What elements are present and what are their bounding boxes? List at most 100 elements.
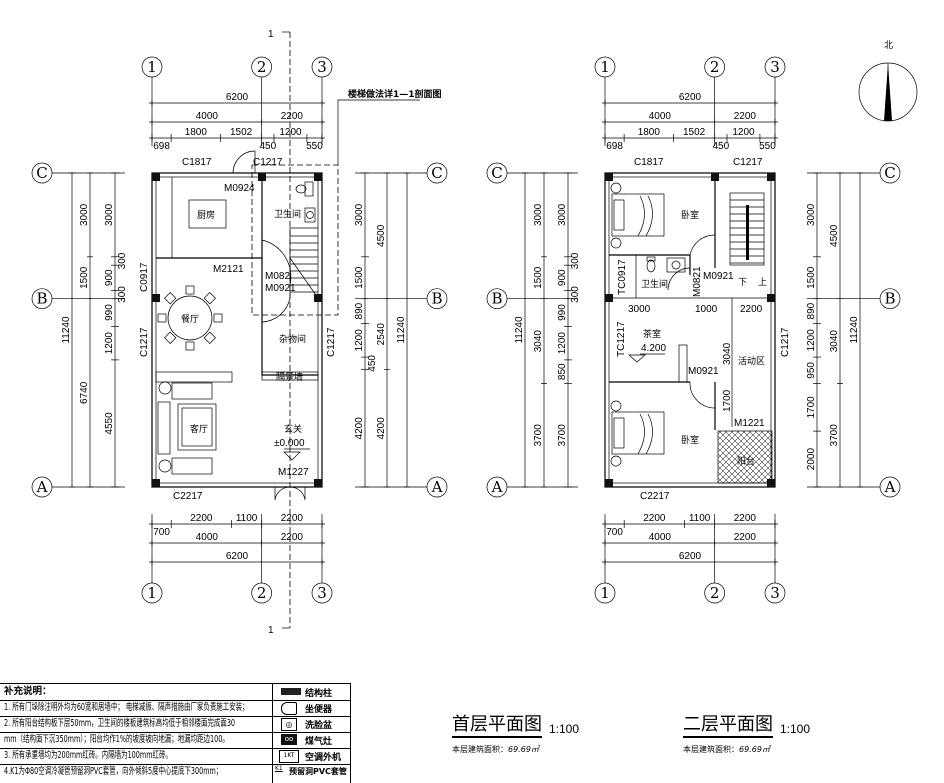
room-label-foyer: 玄关 bbox=[284, 423, 302, 435]
dimension-label: 698 bbox=[153, 141, 170, 152]
axis-3-top-label: 3 bbox=[770, 58, 780, 76]
inner-dim: 1000 bbox=[695, 304, 718, 315]
axis-B-left-bubble bbox=[486, 288, 508, 310]
axis-2-bottom-bubble bbox=[251, 582, 273, 604]
dimension-label: 1502 bbox=[230, 127, 253, 138]
axis-1-top-label: 1 bbox=[147, 58, 157, 76]
plan1-floor: 厨房 卫生间 餐厅 杂物间 隔景墙 客厅 玄关 ±0.000 C1817 C12… bbox=[139, 150, 337, 502]
axis-C-left-bubble bbox=[486, 162, 508, 184]
door-swing-m0921-lower bbox=[689, 381, 716, 409]
window-c1217-left: C1217 bbox=[139, 327, 150, 357]
dining-chair bbox=[157, 313, 167, 323]
plan2-title: 二层平面图 bbox=[683, 714, 773, 738]
dimension-label: 4500 bbox=[829, 224, 840, 247]
dimension-label: 4000 bbox=[649, 532, 672, 543]
axis-A-right-bubble bbox=[426, 476, 448, 498]
door-m082: M082 bbox=[265, 271, 290, 282]
legend-label: 煤气灶 bbox=[305, 737, 333, 747]
legend-label: 结构柱 bbox=[305, 689, 333, 699]
room-label-dining: 餐厅 bbox=[181, 313, 199, 325]
dimension-label: 11240 bbox=[514, 316, 525, 344]
plan2-area-value: 69.69㎡ bbox=[739, 745, 770, 754]
axis-C-left-label: C bbox=[491, 164, 502, 182]
dimension-label: 300 bbox=[117, 286, 128, 303]
structural-column bbox=[711, 173, 719, 181]
dimension-label: 990 bbox=[557, 304, 568, 321]
dining-chair bbox=[164, 292, 177, 305]
room-label-bedroom1: 卧室 bbox=[681, 209, 699, 221]
plan2-area-label: 本层建筑面积： bbox=[683, 745, 739, 754]
axis-A-right-label: A bbox=[884, 478, 896, 496]
dimension-label: 1100 bbox=[236, 513, 258, 524]
structural-column bbox=[767, 479, 775, 487]
living-sofa-set bbox=[155, 371, 233, 475]
dimension-label: 3000 bbox=[557, 203, 568, 226]
window-c0917: C0917 bbox=[139, 262, 150, 292]
door-swing-m0921-upper bbox=[689, 234, 716, 256]
dimension-label: 1500 bbox=[533, 266, 544, 289]
dimension-label: 4200 bbox=[376, 417, 387, 440]
dimension-label: 1100 bbox=[689, 513, 711, 524]
axis-1-bottom-label: 1 bbox=[600, 584, 610, 602]
axis-A-left-bubble bbox=[31, 476, 53, 498]
axis-2-top-label: 2 bbox=[710, 58, 720, 76]
legend-label: 预留洞PVC套管 bbox=[289, 767, 347, 776]
door-m0921: M0921 bbox=[265, 283, 296, 294]
axis-1-top-label: 1 bbox=[600, 58, 610, 76]
axis-3-bottom-label: 3 bbox=[317, 584, 327, 602]
dimension-label: 3700 bbox=[557, 424, 568, 447]
window-c1817: C1817 bbox=[634, 157, 664, 168]
structural-column bbox=[152, 294, 160, 302]
inner-dim: 3040 bbox=[722, 342, 733, 365]
note-4: 4.K1为Φ80空调冷凝管预留洞PVC套管，向外倾斜5度中心提底下300mm； bbox=[4, 766, 223, 777]
dimension-label: 1700 bbox=[806, 396, 817, 419]
dimension-label: 6200 bbox=[226, 92, 249, 103]
axis-A-left-label: A bbox=[491, 478, 503, 496]
axis-B-left-label: B bbox=[491, 290, 502, 308]
axis-A-right-bubble bbox=[879, 476, 901, 498]
structural-column bbox=[314, 479, 322, 487]
dimension-label: 450 bbox=[367, 355, 378, 372]
bed-bottom bbox=[610, 400, 665, 467]
note-2-cont: mm（结构面下沉350mm）；阳台均作1%的坡度坡向地漏；地漏均距边100。 bbox=[4, 734, 229, 745]
dimension-label: 6200 bbox=[679, 551, 702, 562]
door-m0821: M0821 bbox=[692, 266, 703, 297]
dimension-label: 550 bbox=[306, 141, 323, 152]
kitchen-counter bbox=[188, 199, 227, 229]
dimension-label: 3000 bbox=[354, 203, 365, 226]
structural-column bbox=[767, 294, 775, 302]
structural-column bbox=[605, 479, 613, 487]
washbasin-fixture bbox=[304, 207, 316, 223]
plan2-scale: 1:100 bbox=[780, 722, 811, 736]
dimension-label: 1200 bbox=[279, 127, 302, 138]
elevation-ground: ±0.000 bbox=[274, 438, 305, 449]
dimension-label: 6200 bbox=[679, 92, 702, 103]
dimension-label: 450 bbox=[713, 141, 730, 152]
dimension-label: 3000 bbox=[79, 203, 90, 226]
notes-heading: 补充说明： bbox=[4, 686, 52, 697]
axis-C-right-bubble bbox=[879, 162, 901, 184]
washbasin-icon: ◎ bbox=[281, 718, 297, 731]
elevation-marker bbox=[283, 451, 301, 461]
structural-column bbox=[314, 173, 322, 181]
dimension-label: 3700 bbox=[829, 424, 840, 447]
toilet-icon bbox=[281, 702, 297, 715]
axis-C-left-label: C bbox=[36, 164, 47, 182]
dimension-label: 450 bbox=[260, 141, 277, 152]
dining-chair bbox=[164, 331, 177, 344]
dimension-label: 300 bbox=[570, 252, 581, 269]
dimension-label: 2200 bbox=[643, 513, 666, 524]
window-c1217-top: C1217 bbox=[733, 157, 763, 168]
room-label-living: 客厅 bbox=[190, 423, 208, 435]
note-3: 3. 所有承重墙均为200mm红砖。内隔墙为100mm红砖。 bbox=[4, 750, 172, 761]
dimension-label: 2200 bbox=[281, 513, 304, 524]
structural-column bbox=[258, 173, 266, 181]
structural-column bbox=[605, 173, 613, 181]
north-label: 北 bbox=[884, 40, 893, 51]
dimension-label: 1200 bbox=[354, 329, 365, 352]
stair-handrail bbox=[746, 205, 749, 260]
axis-1-top-bubble bbox=[141, 56, 163, 78]
plan1-title: 首层平面图 bbox=[452, 714, 542, 738]
axis-B-right-bubble bbox=[426, 288, 448, 310]
